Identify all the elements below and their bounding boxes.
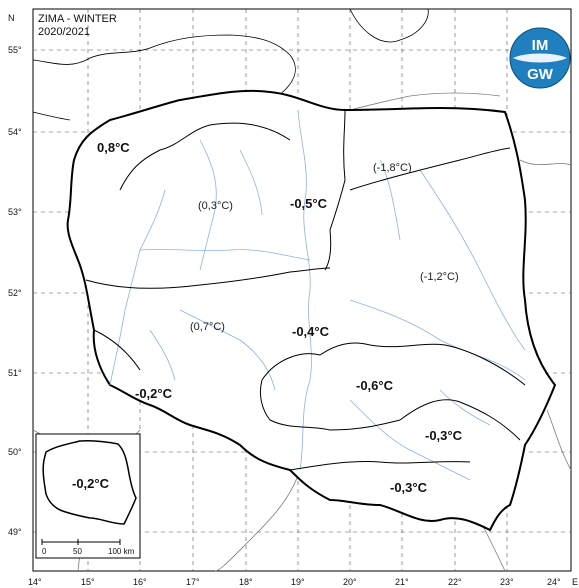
region-labels: 0,8°C (0,3°C) -0,5°C (-1,8°C) (-1,2°C) (… xyxy=(97,140,463,495)
region-label-pomorze-zachodnie: 0,8°C xyxy=(97,140,130,155)
region-label-poludniowy-zachod: -0,2°C xyxy=(135,386,173,401)
region-label-zachod: (0,7°C) xyxy=(190,321,225,333)
scale-label: 100 km xyxy=(108,547,135,556)
lon-label: 16° xyxy=(133,577,147,587)
lat-label: 54° xyxy=(8,127,22,137)
region-label-poludnie-centrum: -0,6°C xyxy=(356,378,394,393)
region-label-polnocny-wschod: (-1,8°C) xyxy=(373,162,412,174)
lon-label: 18° xyxy=(239,577,253,587)
rivers xyxy=(109,109,526,481)
north-label: N xyxy=(8,13,15,23)
imgw-logo: IM GW xyxy=(509,27,571,89)
lon-label: 22° xyxy=(448,577,462,587)
lon-label: 19° xyxy=(291,577,305,587)
scale-bar: 0 50 100 km xyxy=(41,539,135,556)
east-label: E xyxy=(572,577,578,587)
region-label-poludnie-gory: -0,3°C xyxy=(390,480,428,495)
region-label-polnoc-centrum: -0,5°C xyxy=(290,196,328,211)
scale-label: 50 xyxy=(73,547,82,556)
region-label-poludniowy-wschod: -0,3°C xyxy=(425,428,463,443)
inset-poland-outline xyxy=(42,440,137,525)
region-label-centrum: -0,4°C xyxy=(292,324,330,339)
map-title: ZIMA - WINTER xyxy=(38,13,117,25)
coastline-baltic xyxy=(32,8,429,121)
lat-label: 52° xyxy=(8,288,22,298)
region-boundaries xyxy=(85,109,526,471)
lon-label: 17° xyxy=(186,577,200,587)
lon-label: 24° xyxy=(547,577,561,587)
lat-label: 49° xyxy=(8,527,22,537)
logo-text-top: IM xyxy=(532,37,549,54)
poland-outline xyxy=(66,89,557,532)
lon-label: 21° xyxy=(395,577,409,587)
inset-map: -0,2°C 0 50 100 km xyxy=(35,433,141,559)
scale-label: 0 xyxy=(42,547,47,556)
lon-label: 20° xyxy=(343,577,357,587)
longitude-labels: 14° 15° 16° 17° 18° 19° 20° 21° 22° 23° … xyxy=(28,577,561,587)
logo-text-bottom: GW xyxy=(527,66,554,83)
inset-label: -0,2°C xyxy=(72,476,110,491)
region-label-polnoc-zachod: (0,3°C) xyxy=(198,200,233,212)
latitude-labels: 55° 54° 53° 52° 51° 50° 49° xyxy=(8,45,22,537)
map-period: 2020/2021 xyxy=(38,26,90,38)
lat-label: 55° xyxy=(8,45,22,55)
lat-label: 51° xyxy=(8,368,22,378)
lat-label: 53° xyxy=(8,207,22,217)
region-label-wschod: (-1,2°C) xyxy=(420,271,459,283)
lon-label: 14° xyxy=(28,577,42,587)
lon-label: 15° xyxy=(81,577,95,587)
lon-label: 23° xyxy=(500,577,514,587)
lat-label: 50° xyxy=(8,447,22,457)
